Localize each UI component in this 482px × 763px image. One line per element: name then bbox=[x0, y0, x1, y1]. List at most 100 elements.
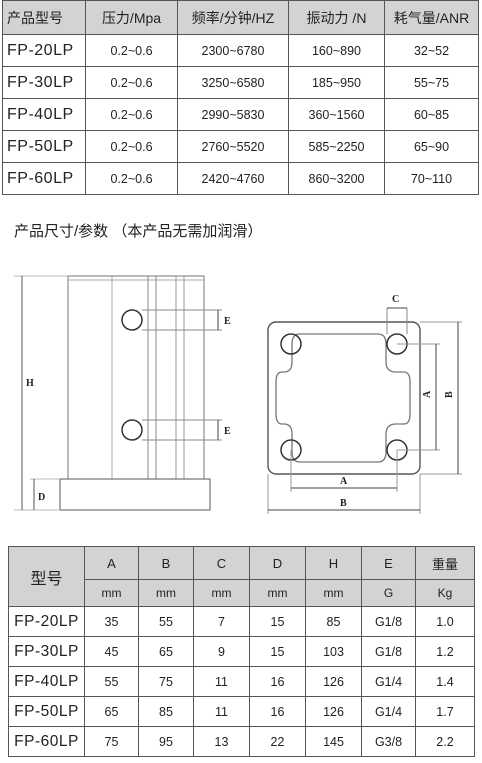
table-row: FP-20LP 0.2~0.6 2300~6780 160~890 32~52 bbox=[2, 34, 479, 67]
unit-cell: mm bbox=[193, 579, 250, 607]
spec-cell: 185~950 bbox=[288, 66, 385, 99]
dim-cell: 13 bbox=[193, 726, 250, 757]
dim-cell: 1.7 bbox=[415, 696, 475, 727]
table-row: FP-30LP 45 65 9 15 103 G1/8 1.2 bbox=[8, 636, 475, 667]
dim-cell: 35 bbox=[84, 606, 139, 637]
dim-cell: 103 bbox=[305, 636, 362, 667]
label-d: D bbox=[38, 492, 45, 503]
label-b-right: B bbox=[444, 391, 455, 398]
dim-cell: G1/8 bbox=[361, 606, 416, 637]
dim-cell: 1.0 bbox=[415, 606, 475, 637]
table-row: FP-40LP 55 75 11 16 126 G1/4 1.4 bbox=[8, 666, 475, 697]
dim-cell: 15 bbox=[249, 606, 306, 637]
dim-cell: 1.4 bbox=[415, 666, 475, 697]
label-e-lower: E bbox=[224, 426, 231, 437]
dim-header-weight: 重量 bbox=[415, 546, 475, 580]
dim-header-model: 型号 bbox=[8, 546, 85, 607]
front-view bbox=[267, 307, 462, 514]
spec-cell: 2760~5520 bbox=[177, 130, 289, 163]
section-title: 产品尺寸/参数 （本产品无需加润滑） bbox=[14, 223, 263, 240]
dim-cell: 126 bbox=[305, 666, 362, 697]
spec-header-model: 产品型号 bbox=[2, 0, 86, 35]
label-a-right: A bbox=[422, 390, 433, 398]
dim-cell: 85 bbox=[305, 606, 362, 637]
label-b-bottom: B bbox=[340, 498, 347, 509]
spec-cell: 3250~6580 bbox=[177, 66, 289, 99]
spec-model: FP-60LP bbox=[2, 162, 86, 195]
dim-cell: 55 bbox=[84, 666, 139, 697]
dim-cell: G1/4 bbox=[361, 666, 416, 697]
dim-cell: 65 bbox=[84, 696, 139, 727]
dim-model: FP-60LP bbox=[8, 726, 85, 757]
spec-cell: 0.2~0.6 bbox=[85, 162, 178, 195]
dim-cell: 85 bbox=[138, 696, 194, 727]
spec-cell: 65~90 bbox=[384, 130, 479, 163]
dim-cell: G3/8 bbox=[361, 726, 416, 757]
spec-model: FP-20LP bbox=[2, 34, 86, 67]
dim-cell: 16 bbox=[249, 666, 306, 697]
spec-cell: 60~85 bbox=[384, 98, 479, 131]
unit-cell: mm bbox=[84, 579, 139, 607]
unit-cell: G bbox=[361, 579, 416, 607]
dim-cell: 16 bbox=[249, 696, 306, 727]
spec-cell: 860~3200 bbox=[288, 162, 385, 195]
spec-cell: 55~75 bbox=[384, 66, 479, 99]
unit-cell: mm bbox=[138, 579, 194, 607]
spec-header-frequency: 频率/分钟/HZ bbox=[177, 0, 289, 35]
spec-cell: 360~1560 bbox=[288, 98, 385, 131]
dimension-drawing: E E H D C A B A B bbox=[14, 275, 462, 514]
dim-cell: 95 bbox=[138, 726, 194, 757]
dim-model: FP-40LP bbox=[8, 666, 85, 697]
dim-cell: 7 bbox=[193, 606, 250, 637]
unit-cell: mm bbox=[249, 579, 306, 607]
dim-cell: G1/4 bbox=[361, 696, 416, 727]
spec-cell: 0.2~0.6 bbox=[85, 66, 178, 99]
dim-cell: 75 bbox=[138, 666, 194, 697]
dim-model: FP-20LP bbox=[8, 606, 85, 637]
dim-model: FP-50LP bbox=[8, 696, 85, 727]
spec-cell: 2420~4760 bbox=[177, 162, 289, 195]
dim-cell: 55 bbox=[138, 606, 194, 637]
dim-cell: G1/8 bbox=[361, 636, 416, 667]
dimension-table: 型号 A B C D H E 重量 mm mm mm mm mm G Kg FP… bbox=[8, 546, 475, 757]
table-row: FP-30LP 0.2~0.6 3250~6580 185~950 55~75 bbox=[2, 66, 479, 99]
dim-cell: 45 bbox=[84, 636, 139, 667]
dim-header-row: 型号 A B C D H E 重量 bbox=[8, 546, 475, 607]
spec-cell: 2300~6780 bbox=[177, 34, 289, 67]
label-h: H bbox=[26, 378, 34, 389]
spec-model: FP-40LP bbox=[2, 98, 86, 131]
spec-table: 产品型号 压力/Mpa 频率/分钟/HZ 振动力 /N 耗气量/ANR FP-2… bbox=[2, 0, 479, 195]
dim-header-e: E bbox=[361, 546, 416, 580]
table-row: FP-20LP 35 55 7 15 85 G1/8 1.0 bbox=[8, 606, 475, 637]
spec-header-row: 产品型号 压力/Mpa 频率/分钟/HZ 振动力 /N 耗气量/ANR bbox=[2, 0, 479, 35]
dim-cell: 145 bbox=[305, 726, 362, 757]
dim-model: FP-30LP bbox=[8, 636, 85, 667]
spec-cell: 160~890 bbox=[288, 34, 385, 67]
table-row: FP-60LP 0.2~0.6 2420~4760 860~3200 70~11… bbox=[2, 162, 479, 195]
dim-cell: 75 bbox=[84, 726, 139, 757]
dim-header-a: A bbox=[84, 546, 139, 580]
spec-cell: 32~52 bbox=[384, 34, 479, 67]
table-row: FP-60LP 75 95 13 22 145 G3/8 2.2 bbox=[8, 726, 475, 757]
unit-cell: Kg bbox=[415, 579, 475, 607]
label-a-bottom: A bbox=[340, 476, 348, 487]
dim-cell: 11 bbox=[193, 666, 250, 697]
spec-model: FP-50LP bbox=[2, 130, 86, 163]
dim-cell: 15 bbox=[249, 636, 306, 667]
spec-cell: 70~110 bbox=[384, 162, 479, 195]
table-row: FP-50LP 65 85 11 16 126 G1/4 1.7 bbox=[8, 696, 475, 727]
table-row: FP-50LP 0.2~0.6 2760~5520 585~2250 65~90 bbox=[2, 130, 479, 163]
dim-cell: 1.2 bbox=[415, 636, 475, 667]
dim-cell: 22 bbox=[249, 726, 306, 757]
dim-cell: 126 bbox=[305, 696, 362, 727]
dim-header-d: D bbox=[249, 546, 306, 580]
label-e-upper: E bbox=[224, 316, 231, 327]
spec-cell: 585~2250 bbox=[288, 130, 385, 163]
spec-cell: 0.2~0.6 bbox=[85, 34, 178, 67]
spec-cell: 0.2~0.6 bbox=[85, 130, 178, 163]
dim-cell: 11 bbox=[193, 696, 250, 727]
dim-cell: 9 bbox=[193, 636, 250, 667]
spec-header-air: 耗气量/ANR bbox=[384, 0, 479, 35]
dim-unit-row: mm mm mm mm mm G Kg bbox=[9, 579, 475, 607]
dim-header-c: C bbox=[193, 546, 250, 580]
